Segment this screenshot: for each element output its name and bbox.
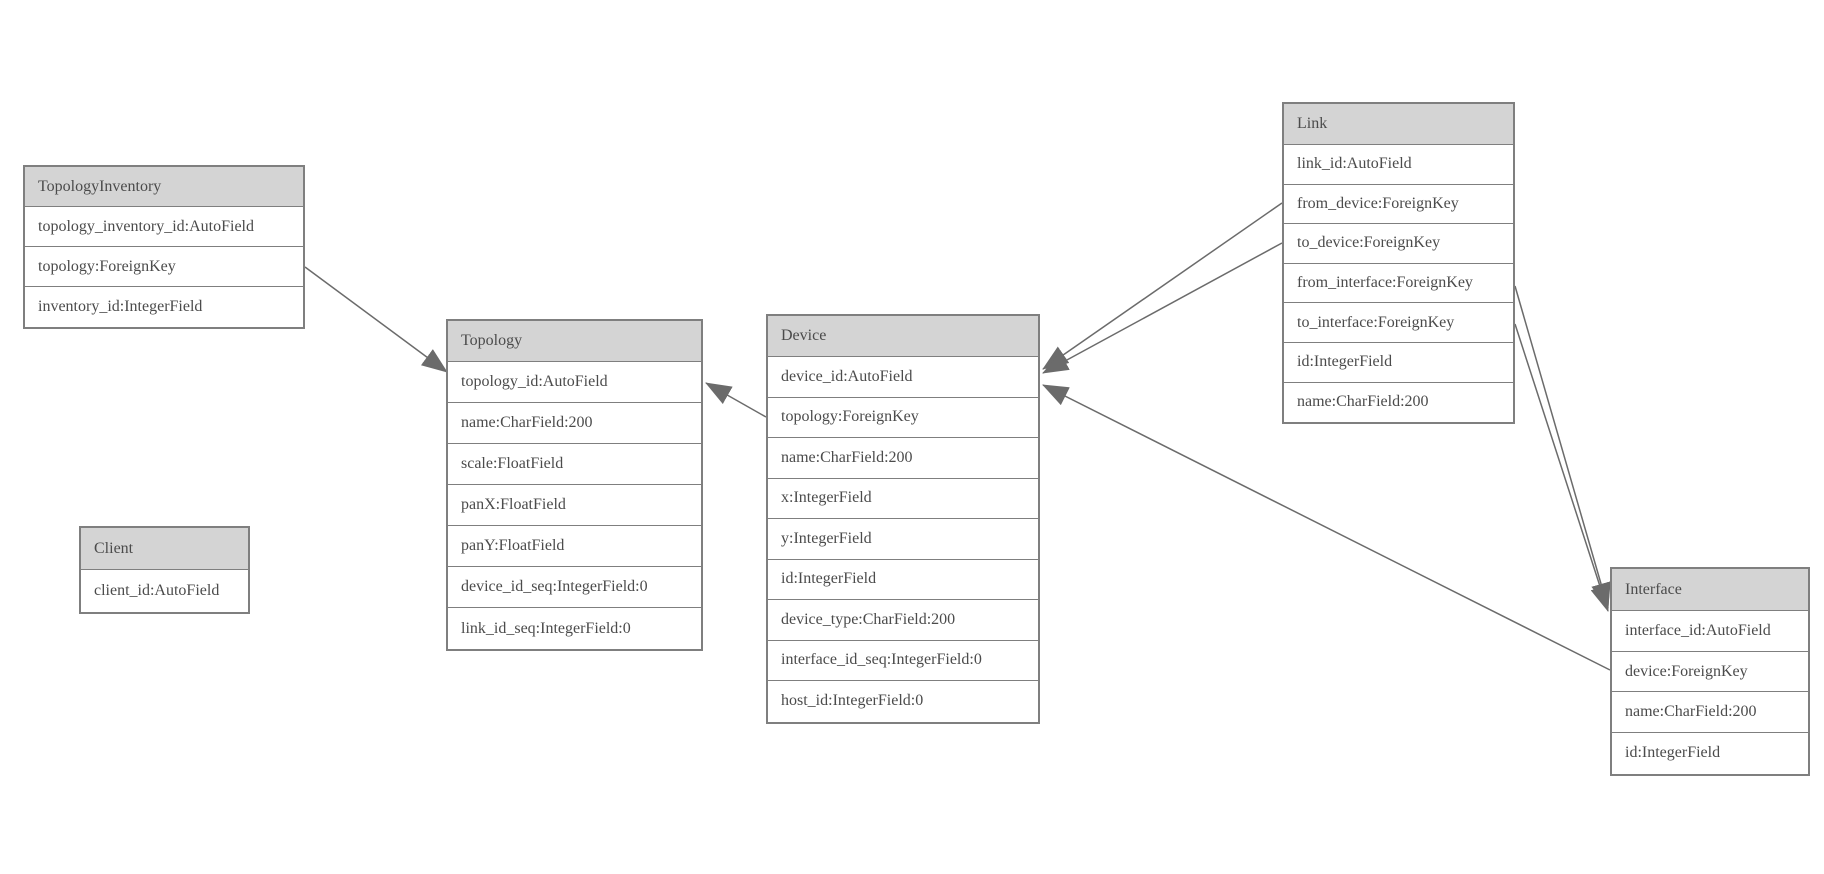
field-row: to_device:ForeignKey — [1284, 224, 1513, 264]
field-row: name:CharField:200 — [1297, 393, 1429, 411]
table-title: TopologyInventory — [25, 167, 303, 207]
relationship-edge-interface-device-to-device — [1042, 384, 1611, 671]
field-row: from_device:ForeignKey — [1284, 185, 1513, 225]
relationship-edge-link-to-interface-to-interface — [1514, 323, 1610, 612]
field-row: name:CharField:200 — [448, 403, 701, 444]
field-row: link_id:AutoField — [1284, 145, 1513, 185]
field-row: panX:FloatField — [448, 485, 701, 526]
field-row: topology_inventory_id:AutoField — [25, 207, 303, 247]
table-title: Device — [768, 316, 1038, 357]
field-row: inventory_id:IntegerField — [38, 298, 203, 315]
table-title: Interface — [1612, 569, 1808, 611]
relationship-edge-link-to-device-to-device — [1042, 242, 1283, 374]
field-row: topology_id:AutoField — [448, 362, 701, 403]
relationship-edge-device-topology-to-topology — [705, 382, 767, 418]
field-row: from_interface:ForeignKey — [1284, 264, 1513, 304]
field-row: interface_id_seq:IntegerField:0 — [768, 641, 1038, 681]
relationship-edge-link-from-interface-to-interface — [1514, 285, 1611, 609]
field-row: device_id_seq:IntegerField:0 — [448, 567, 701, 608]
field-row: interface_id:AutoField — [1612, 611, 1808, 652]
field-row: scale:FloatField — [448, 444, 701, 485]
field-row: id:IntegerField — [768, 560, 1038, 600]
relationship-edge-topologyinventory-topology-to-topology — [304, 266, 448, 373]
field-row: to_interface:ForeignKey — [1284, 303, 1513, 343]
field-row: y:IntegerField — [768, 519, 1038, 560]
field-row: name:CharField:200 — [1612, 692, 1808, 734]
relationship-edge-link-from-device-to-device — [1042, 202, 1283, 370]
table-title: Link — [1284, 104, 1513, 145]
field-row: link_id_seq:IntegerField:0 — [461, 619, 631, 637]
field-row: topology:ForeignKey — [768, 398, 1038, 438]
entity-table-client: Client client_id:AutoField — [79, 526, 250, 614]
field-row: id:IntegerField — [1284, 343, 1513, 383]
table-title: Topology — [448, 321, 701, 362]
field-row: x:IntegerField — [768, 479, 1038, 519]
field-row: client_id:AutoField — [94, 582, 220, 599]
field-row: device_type:CharField:200 — [768, 600, 1038, 641]
field-row: id:IntegerField — [1625, 744, 1721, 762]
table-title: Client — [81, 528, 248, 570]
field-row: device:ForeignKey — [1612, 652, 1808, 693]
field-row: host_id:IntegerField:0 — [781, 692, 924, 710]
field-row: panY:FloatField — [448, 526, 701, 567]
field-row: topology:ForeignKey — [25, 247, 303, 287]
field-row: name:CharField:200 — [768, 438, 1038, 479]
field-row: device_id:AutoField — [768, 357, 1038, 398]
